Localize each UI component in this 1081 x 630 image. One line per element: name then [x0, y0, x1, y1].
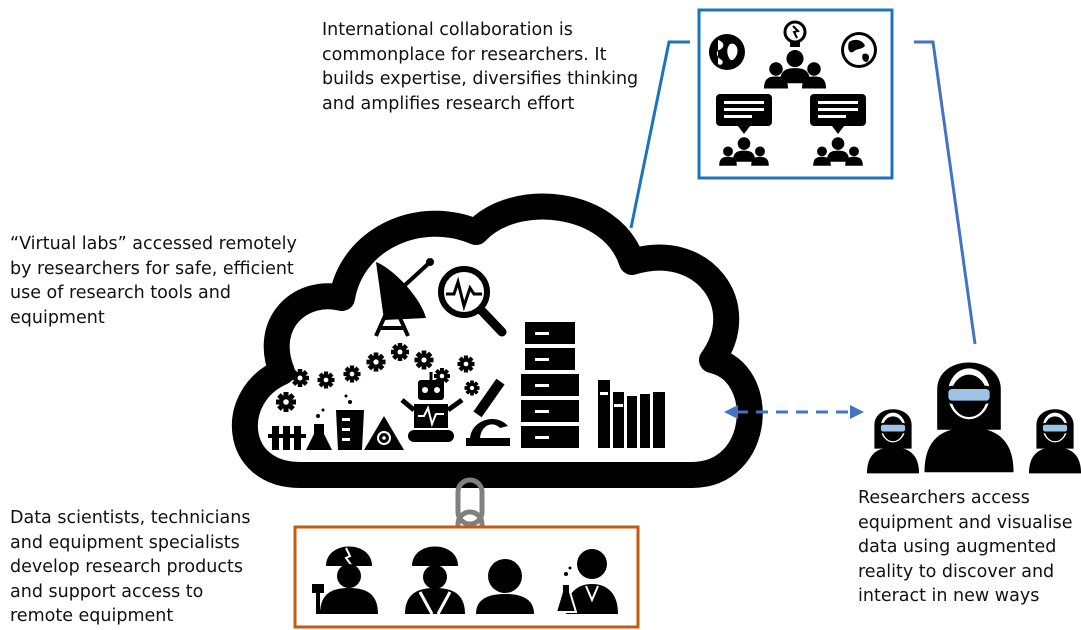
- right-connector-line: [914, 40, 977, 345]
- caption-line: reality to discover and: [858, 561, 1055, 582]
- caption-line: data using augmented: [858, 537, 1057, 557]
- satellite-dish-icon: [374, 258, 434, 337]
- left-connector-line: [629, 40, 690, 229]
- caption-line: Data scientists, technicians: [10, 508, 251, 528]
- magnifier-waveform-icon: [438, 266, 507, 337]
- caption-line: develop research products: [10, 557, 243, 577]
- researchers-group: [866, 360, 1081, 475]
- support-staff-panel: [293, 525, 640, 629]
- server-rack-icon: [521, 322, 579, 448]
- collaboration-panel: [697, 8, 894, 180]
- lightbulb-icon: [783, 20, 807, 47]
- caption-line: builds expertise, diversifies thinking: [322, 69, 639, 89]
- caption-line: by researchers for safe, efficient: [10, 258, 294, 279]
- scientist-icon: [554, 549, 618, 614]
- vr-researcher-icon: [922, 360, 1016, 474]
- microscope-icon: [466, 378, 510, 446]
- caption-line: International collaboration is: [322, 20, 573, 40]
- researchers-ar-caption: Researchers access equipment and visuali…: [858, 486, 1073, 609]
- caption-line: “Virtual labs” accessed remotely: [10, 234, 297, 254]
- globe-icon: [709, 34, 745, 70]
- flask-icon: [306, 408, 332, 450]
- collaboration-caption: International collaboration is commonpla…: [322, 18, 638, 116]
- virtual-labs-caption: “Virtual labs” accessed remotely by rese…: [10, 232, 297, 330]
- caption-line: interact in new ways: [858, 586, 1040, 606]
- support-staff-caption: Data scientists, technicians and equipme…: [10, 506, 250, 629]
- caption-line: commonplace for researchers. It: [322, 44, 607, 65]
- collaboration-connector-lines: [629, 40, 977, 345]
- vr-researcher-icon: [866, 408, 920, 475]
- electrician-icon: [312, 546, 378, 614]
- caption-line: and support access to: [10, 581, 204, 602]
- headset-operator-icon: [476, 555, 534, 614]
- globe-icon: [841, 32, 877, 68]
- biohazard-icon: [364, 416, 404, 450]
- virtual-lab-cloud: [231, 193, 763, 488]
- test-tubes-icon: [268, 426, 306, 450]
- books-icon: [598, 380, 665, 448]
- caption-line: equipment and visualise: [858, 512, 1073, 533]
- caption-line: use of research tools and: [10, 283, 231, 303]
- dashed-double-arrow: [724, 405, 864, 419]
- caption-line: and equipment specialists: [10, 532, 240, 553]
- vr-researcher-icon: [1028, 408, 1081, 475]
- caption-line: equipment: [10, 307, 105, 328]
- robot-icon: [400, 372, 464, 442]
- beaker-icon: [336, 394, 364, 450]
- engineer-icon: [405, 546, 465, 615]
- caption-line: and amplifies research effort: [322, 93, 575, 114]
- caption-line: Researchers access: [858, 488, 1030, 508]
- caption-line: remote equipment: [10, 606, 174, 626]
